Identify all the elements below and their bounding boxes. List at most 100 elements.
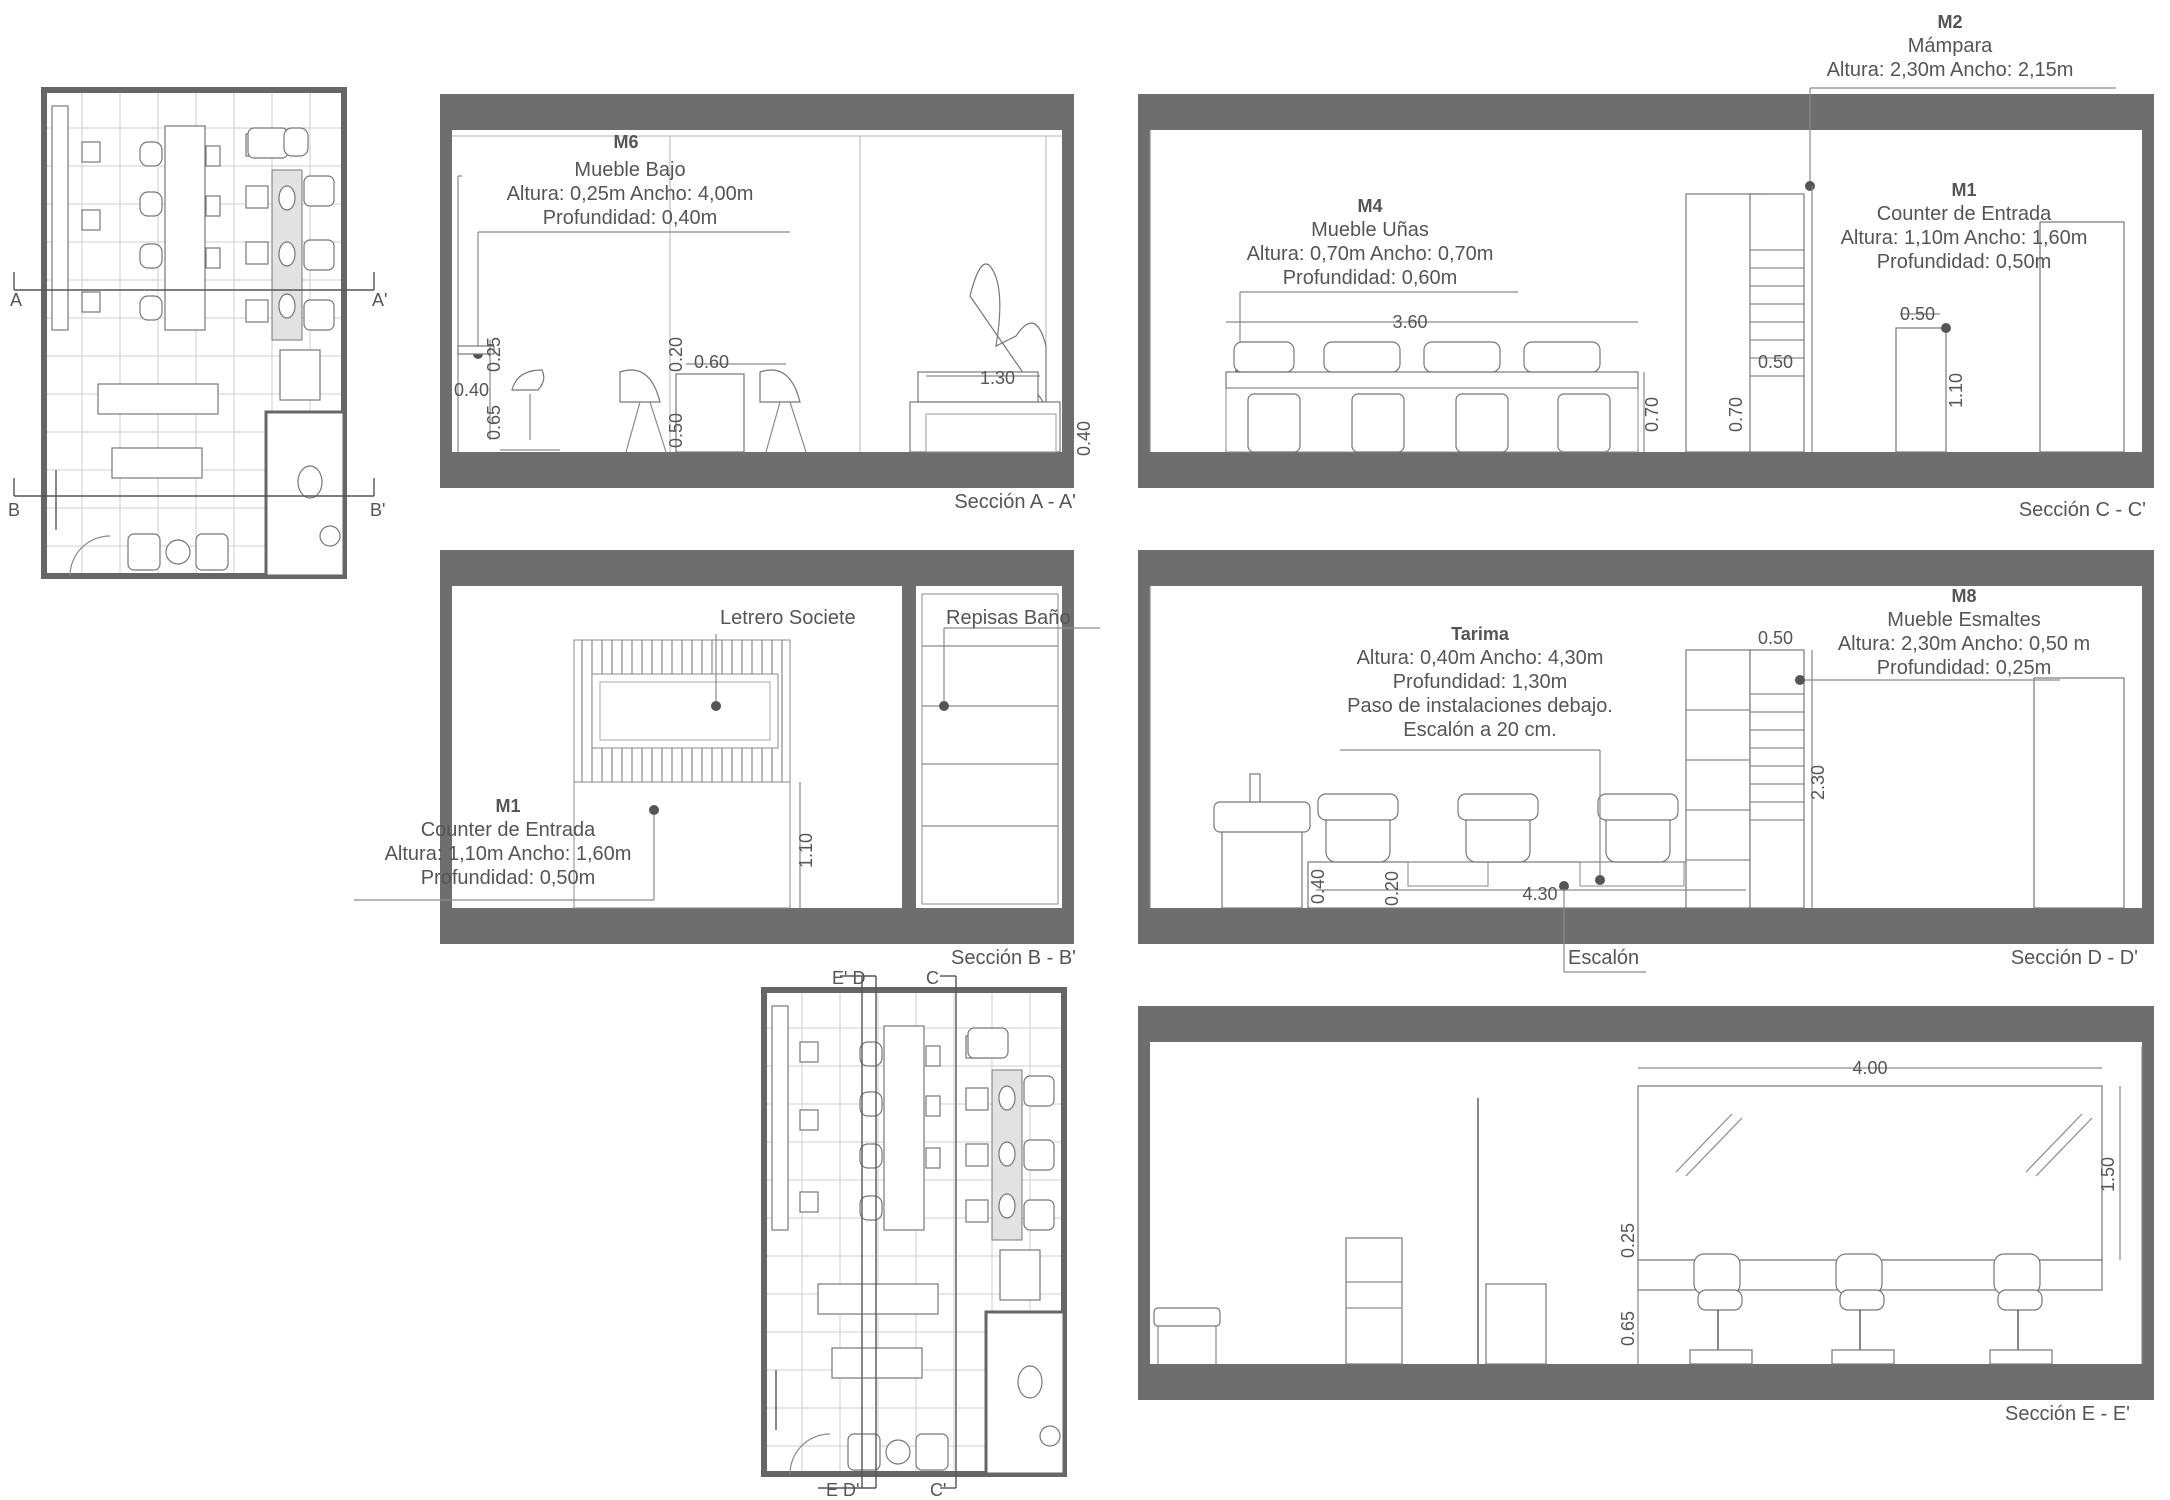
plan-label-ed-prime: E D': [826, 1480, 859, 1500]
section-ee-side-table: [1485, 1283, 1547, 1365]
section-dd-wash-unit: [1213, 773, 1311, 909]
section-cc-nail-bar: [1225, 341, 1645, 453]
plan-table: [111, 447, 203, 479]
aa-dim-065: 0.65: [484, 405, 504, 440]
caption-aa: Sección A - A': [954, 491, 1076, 513]
section-ee-salon-chairs: [1689, 1253, 2053, 1365]
aa-dim-040b: 0.40: [1074, 421, 1094, 456]
m4-name: Mueble Uñas: [1311, 219, 1429, 241]
cc-m1-depth: Profundidad: 0,50m: [1877, 251, 2052, 273]
plan-reception: [55, 470, 229, 577]
section-cc-counter: [1895, 327, 1947, 453]
dd-dim-020: 0.20: [1382, 871, 1402, 906]
plan-shelf: [51, 105, 69, 331]
bb-m1-code: M1: [495, 796, 520, 816]
plan-bottom-wall: [761, 987, 1067, 1477]
m6-name: Mueble Bajo: [574, 159, 685, 181]
section-cc: M2 Mámpara Altura: 2,30m Ancho: 2,15m M4…: [1138, 12, 2154, 521]
plan-label-b-prime: B': [370, 500, 385, 520]
section-ee: 4.00 1.50 0.25 0.65 Sección E - E': [1138, 1006, 2154, 1425]
m8-depth: Profundidad: 0,25m: [1877, 657, 2052, 679]
plan-bathroom: [264, 349, 346, 578]
cc-m1-name: Counter de Entrada: [1877, 203, 2052, 225]
plan-nail-table: [164, 125, 206, 331]
section-ee-cabinet: [1345, 1237, 1403, 1365]
bb-m1-dims: Altura: 1,10m Ancho: 1,60m: [385, 843, 632, 865]
tarima-code: Tarima: [1451, 624, 1510, 644]
section-dd: Tarima Altura: 0,40m Ancho: 4,30m Profun…: [1138, 550, 2154, 973]
bb-shelves-label: Repisas Baño: [946, 607, 1071, 629]
aa-dim-130: 1.30: [980, 368, 1015, 388]
tarima-depth: Profundidad: 1,30m: [1393, 671, 1568, 693]
cc-dim-360: 3.60: [1392, 312, 1427, 332]
section-cc-shelf-unit: [1685, 193, 1805, 453]
plan-label-b: B: [8, 500, 20, 520]
dd-dim-040: 0.40: [1308, 869, 1328, 904]
m4-code: M4: [1357, 196, 1382, 216]
plan-label-c: C: [926, 968, 939, 988]
section-bb-sign-panel: [573, 639, 791, 783]
section-cc-door: [2039, 221, 2125, 453]
cc-dim-070a: 0.70: [1642, 397, 1662, 432]
m2-dims: Altura: 2,30m Ancho: 2,15m: [1827, 59, 2074, 81]
plan-wall: [41, 87, 347, 579]
caption-ee: Sección E - E': [2005, 1403, 2130, 1425]
m6-code: M6: [613, 132, 638, 152]
ee-dim-025: 0.25: [1618, 1223, 1638, 1258]
plan-label-ed: E' D: [832, 968, 865, 988]
dd-dim-230: 2.30: [1808, 765, 1828, 800]
section-aa-nail-table: [675, 373, 745, 453]
tarima-dims: Altura: 0,40m Ancho: 4,30m: [1357, 647, 1604, 669]
plan-label-c-prime: C': [930, 1480, 946, 1500]
m2-name: Mámpara: [1908, 35, 1993, 57]
cc-dim-050: 0.50: [1758, 352, 1793, 372]
bb-m1-name: Counter de Entrada: [421, 819, 596, 841]
ee-dim-065: 0.65: [1618, 1311, 1638, 1346]
m4-dims: Altura: 0,70m Ancho: 0,70m: [1247, 243, 1494, 265]
section-ee-mirror: [1637, 1085, 2103, 1261]
floor-plan-top: A A' B B': [8, 87, 387, 579]
m8-dims: Altura: 2,30m Ancho: 0,50 m: [1838, 633, 2090, 655]
caption-cc: Sección C - C': [2019, 499, 2146, 521]
aa-dim-060: 0.60: [694, 352, 729, 372]
dd-step-label: Escalón: [1568, 947, 1639, 969]
bb-sign-label: Letrero Societe: [720, 607, 856, 629]
aa-dim-040: 0.40: [454, 380, 489, 400]
m8-name: Mueble Esmaltes: [1887, 609, 2040, 631]
bb-dim-110: 1.10: [796, 833, 816, 868]
dd-dim-430: 4.30: [1522, 884, 1557, 904]
plan-chairs-left: [81, 141, 221, 321]
section-dd-tarima: [1307, 793, 1755, 909]
cc-dim-050b: 0.50: [1900, 304, 1935, 324]
section-bb-counter: [573, 781, 791, 909]
cc-m1-dims: Altura: 1,10m Ancho: 1,60m: [1841, 227, 2088, 249]
ee-dim-400: 4.00: [1852, 1058, 1887, 1078]
section-aa-chairs: [500, 369, 807, 453]
m2-code: M2: [1937, 12, 1962, 32]
m6-dims: Altura: 0,25m Ancho: 4,00m: [507, 183, 754, 205]
cc-dim-110: 1.10: [1946, 373, 1966, 408]
section-dd-m8-unit: [1685, 649, 1805, 909]
section-bb: Letrero Societe Repisas Baño M1 Counter …: [354, 550, 1100, 969]
cc-m1-code: M1: [1951, 180, 1976, 200]
caption-bb: Sección B - B': [951, 947, 1076, 969]
floor-plan-bottom: E' D C E D' C': [761, 968, 1067, 1500]
bb-m1-depth: Profundidad: 0,50m: [421, 867, 596, 889]
dd-dim-050: 0.50: [1758, 628, 1793, 648]
caption-dd: Sección D - D': [2011, 947, 2138, 969]
tarima-note2: Escalón a 20 cm.: [1403, 719, 1556, 741]
plan-label-a-prime: A': [372, 290, 387, 310]
section-aa-pedicure: [909, 263, 1061, 453]
section-aa: M6 Mueble Bajo Altura: 0,25m Ancho: 4,00…: [440, 94, 1094, 513]
plan-counter: [97, 383, 219, 415]
ee-dim-150: 1.50: [2098, 1157, 2118, 1192]
section-dd-door: [2033, 677, 2125, 909]
m4-depth: Profundidad: 0,60m: [1283, 267, 1458, 289]
aa-dim-020: 0.20: [666, 337, 686, 372]
cc-dim-070b: 0.70: [1726, 397, 1746, 432]
tarima-note1: Paso de instalaciones debajo.: [1347, 695, 1613, 717]
aa-dim-050: 0.50: [666, 413, 686, 448]
m6-depth: Profundidad: 0,40m: [543, 207, 718, 229]
plan-pedicure-station: [245, 127, 335, 341]
plan-label-a: A: [10, 290, 22, 310]
